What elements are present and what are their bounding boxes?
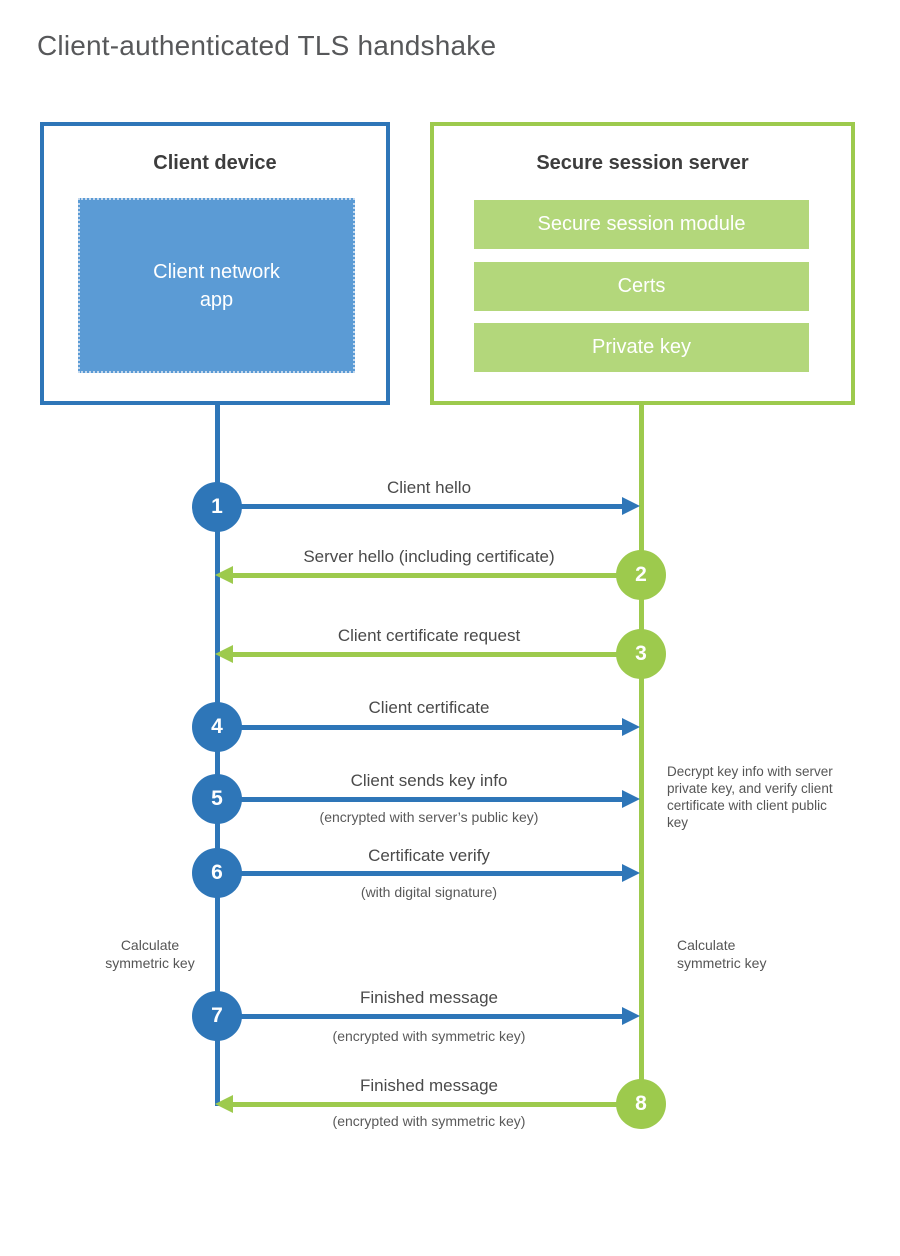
step-circle-7: 7 [192, 991, 242, 1041]
message-label-4: Client certificate [368, 698, 490, 717]
step-circle-4: 4 [192, 702, 242, 752]
message-arrow-2 [233, 573, 641, 578]
step-number: 4 [211, 715, 223, 738]
message-sublabel-7: (encrypted with symmetric key) [332, 1028, 526, 1044]
server-module-private-key: Private key [474, 323, 809, 372]
client-device-heading: Client device [153, 152, 277, 174]
message-label-7: Finished message [360, 988, 498, 1007]
step-number: 5 [211, 787, 223, 810]
message-arrow-4 [217, 725, 622, 730]
arrowhead-left-icon [215, 1095, 233, 1113]
server-heading: Secure session server [536, 152, 749, 174]
step-number: 1 [211, 495, 223, 518]
server-lifeline [639, 403, 644, 1106]
step-number: 7 [211, 1004, 223, 1027]
arrowhead-right-icon [622, 864, 640, 882]
server-box: Secure session server Secure session mod… [430, 122, 855, 405]
step-circle-3: 3 [616, 629, 666, 679]
page-title: Client-authenticated TLS handshake [37, 30, 497, 61]
arrowhead-left-icon [215, 566, 233, 584]
step-circle-5: 5 [192, 774, 242, 824]
message-arrow-6 [217, 871, 622, 876]
message-label-6: Certificate verify [368, 846, 490, 865]
step-number: 3 [635, 642, 647, 665]
message-sublabel-8: (encrypted with symmetric key) [332, 1113, 526, 1129]
client-device-box: Client device Client network app [40, 122, 390, 405]
arrowhead-right-icon [622, 497, 640, 515]
message-arrow-1 [217, 504, 622, 509]
arrowhead-right-icon [622, 790, 640, 808]
arrowhead-right-icon [622, 718, 640, 736]
message-label-5: Client sends key info [350, 771, 508, 790]
message-label-1: Client hello [386, 478, 472, 497]
step-number: 8 [635, 1092, 647, 1115]
arrowhead-right-icon [622, 1007, 640, 1025]
client-network-app-label: Client network app [153, 260, 280, 311]
server-module-certs: Certs [474, 262, 809, 311]
calc-symmetric-key-left: Calculate symmetric key [105, 937, 195, 971]
message-label-3: Client certificate request [337, 626, 521, 645]
step-circle-6: 6 [192, 848, 242, 898]
message-arrow-5 [217, 797, 622, 802]
step-circle-2: 2 [616, 550, 666, 600]
message-arrow-7 [217, 1014, 622, 1019]
step-number: 2 [635, 563, 647, 586]
step-circle-8: 8 [616, 1079, 666, 1129]
step-circle-1: 1 [192, 482, 242, 532]
message-label-2: Server hello (including certificate) [303, 547, 555, 566]
client-lifeline [215, 403, 220, 1106]
calc-symmetric-key-right: Calculate symmetric key [677, 937, 767, 971]
message-sublabel-6: (with digital signature) [360, 884, 498, 900]
arrowhead-left-icon [215, 645, 233, 663]
step-number: 6 [211, 861, 223, 884]
message-arrow-8 [233, 1102, 641, 1107]
message-label-8: Finished message [360, 1076, 498, 1095]
client-network-app-box: Client network app [78, 198, 355, 373]
message-arrow-3 [233, 652, 641, 657]
decrypt-note: Decrypt key info with server private key… [667, 764, 833, 830]
server-module-secure-session: Secure session module [474, 200, 809, 249]
message-sublabel-5: (encrypted with server’s public key) [319, 809, 539, 825]
